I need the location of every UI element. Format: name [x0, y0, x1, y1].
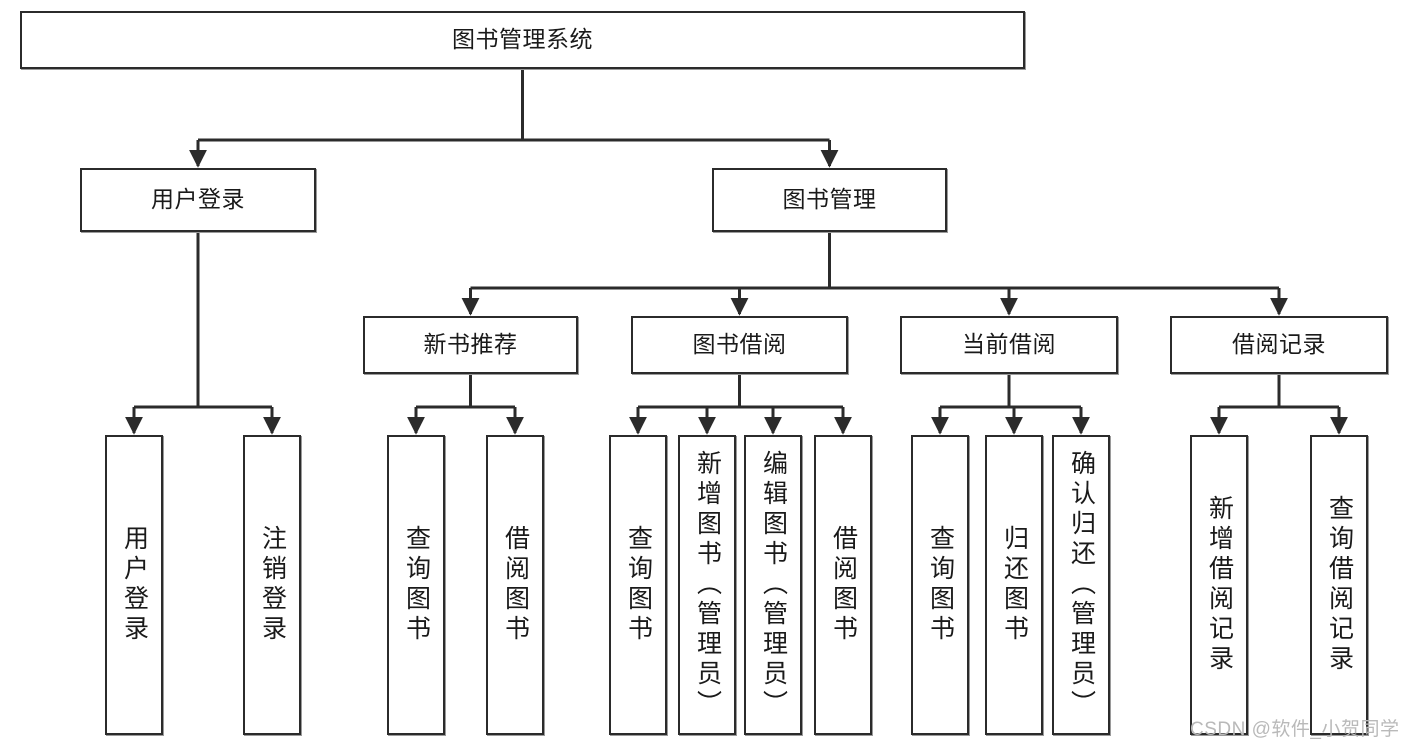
node-label: 借阅图书 [829, 525, 858, 645]
node-leaf-query-book-1[interactable]: 查询图书 [387, 435, 445, 735]
node-leaf-query-book-3[interactable]: 查询图书 [911, 435, 969, 735]
node-label: 查询图书 [402, 525, 431, 645]
node-leaf-query-record[interactable]: 查询借阅记录 [1310, 435, 1368, 735]
node-leaf-borrow-book-1[interactable]: 借阅图书 [486, 435, 544, 735]
csdn-watermark: CSDN @软件_小贺同学 [1190, 719, 1400, 740]
node-label: 新增借阅记录 [1205, 495, 1234, 675]
node-label: 用户登录 [151, 186, 245, 213]
node-leaf-edit-book[interactable]: 编辑图书（管理员） [744, 435, 802, 735]
node-label: 当前借阅 [962, 331, 1056, 358]
node-label: 借阅记录 [1232, 331, 1326, 358]
node-label: 查询借阅记录 [1325, 495, 1354, 675]
node-new-book-rec[interactable]: 新书推荐 [363, 316, 578, 374]
node-label: 查询图书 [624, 525, 653, 645]
node-leaf-add-book[interactable]: 新增图书（管理员） [678, 435, 736, 735]
node-label: 图书借阅 [692, 331, 787, 358]
node-label: 新增图书（管理员） [693, 450, 722, 720]
node-label: 编辑图书（管理员） [759, 450, 788, 720]
node-label: 借阅图书 [501, 525, 530, 645]
node-root[interactable]: 图书管理系统 [20, 11, 1025, 69]
node-user-login[interactable]: 用户登录 [80, 168, 316, 232]
node-leaf-borrow-book-2[interactable]: 借阅图书 [814, 435, 872, 735]
node-leaf-add-record[interactable]: 新增借阅记录 [1190, 435, 1248, 735]
node-book-borrow[interactable]: 图书借阅 [631, 316, 848, 374]
node-leaf-user-logout[interactable]: 注销登录 [243, 435, 301, 735]
node-label: 图书管理 [782, 186, 877, 213]
node-leaf-confirm-return[interactable]: 确认归还（管理员） [1052, 435, 1110, 735]
node-leaf-user-login[interactable]: 用户登录 [105, 435, 163, 735]
node-label: 图书管理系统 [452, 26, 593, 53]
node-label: 用户登录 [120, 525, 149, 645]
node-label: 确认归还（管理员） [1067, 450, 1096, 720]
node-borrow-record[interactable]: 借阅记录 [1170, 316, 1388, 374]
node-leaf-query-book-2[interactable]: 查询图书 [609, 435, 667, 735]
node-label: 查询图书 [926, 525, 955, 645]
node-label: 注销登录 [258, 525, 287, 645]
node-book-manage[interactable]: 图书管理 [712, 168, 947, 232]
node-leaf-return-book[interactable]: 归还图书 [985, 435, 1043, 735]
node-current-borrow[interactable]: 当前借阅 [900, 316, 1118, 374]
node-label: 归还图书 [1000, 525, 1029, 645]
node-label: 新书推荐 [423, 331, 518, 358]
